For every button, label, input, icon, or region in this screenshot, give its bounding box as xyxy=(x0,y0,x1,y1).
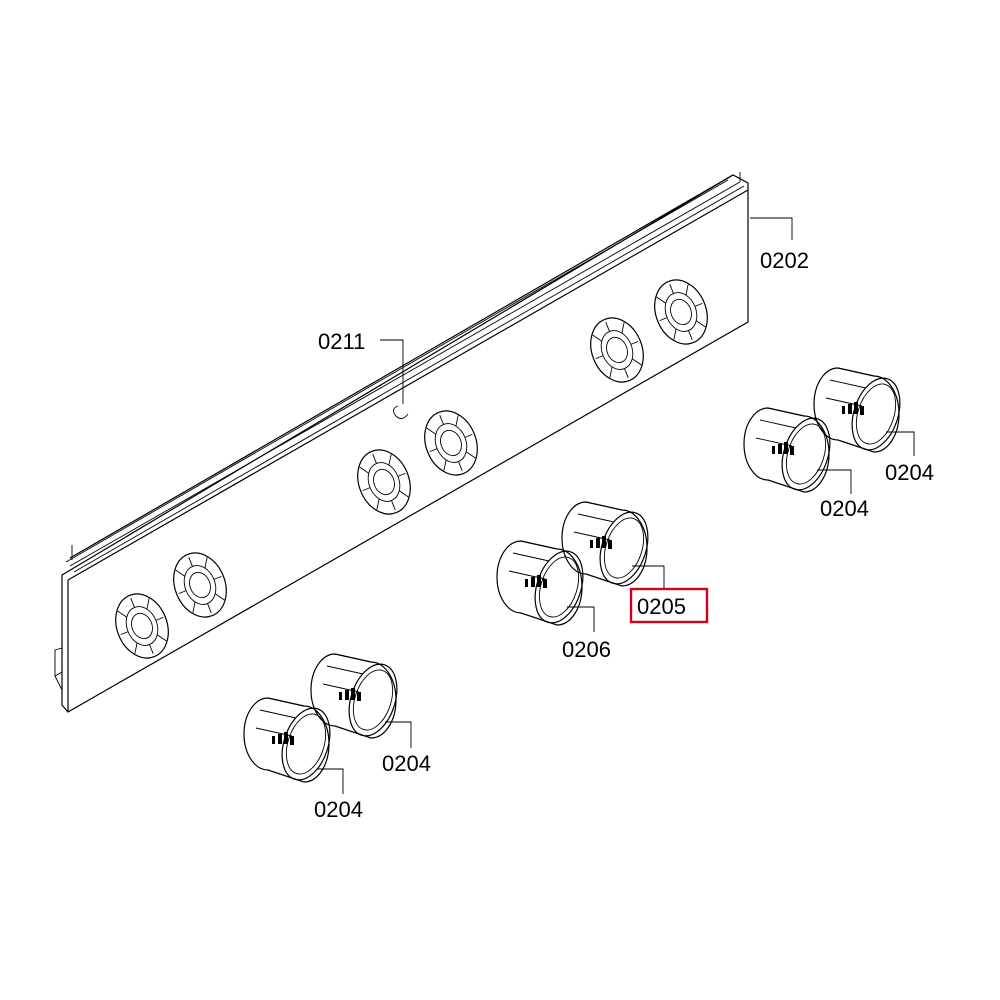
label-clip-0211: 0211 xyxy=(318,329,365,354)
panel-burner-ring-1 xyxy=(105,585,179,667)
label-knob-0204-right-lower: 0204 xyxy=(820,496,869,521)
label-knob-0204-right-upper: 0204 xyxy=(885,460,934,485)
panel-burner-ring-3 xyxy=(347,441,421,523)
knob-0206 xyxy=(496,540,592,630)
panel-burner-ring-6 xyxy=(644,271,718,353)
panel-burner-ring-2 xyxy=(163,544,237,626)
panel-burner-ring-4 xyxy=(414,402,488,484)
label-knob-0204-left-lower: 0204 xyxy=(314,797,363,822)
knob-0204-right-lower xyxy=(743,407,839,497)
label-panel-0202: 0202 xyxy=(760,248,809,273)
highlight-box xyxy=(629,587,709,624)
knob-0205 xyxy=(561,501,657,591)
label-knob-0204-left-upper: 0204 xyxy=(382,751,431,776)
label-knob-0205: 0205 xyxy=(637,594,686,619)
leader-lines xyxy=(317,217,915,794)
panel-clip xyxy=(393,405,409,419)
label-knob-0206: 0206 xyxy=(562,637,611,662)
knob-0204-left-lower xyxy=(243,697,339,787)
control-panel xyxy=(54,172,749,713)
panel-burner-ring-5 xyxy=(580,309,654,391)
